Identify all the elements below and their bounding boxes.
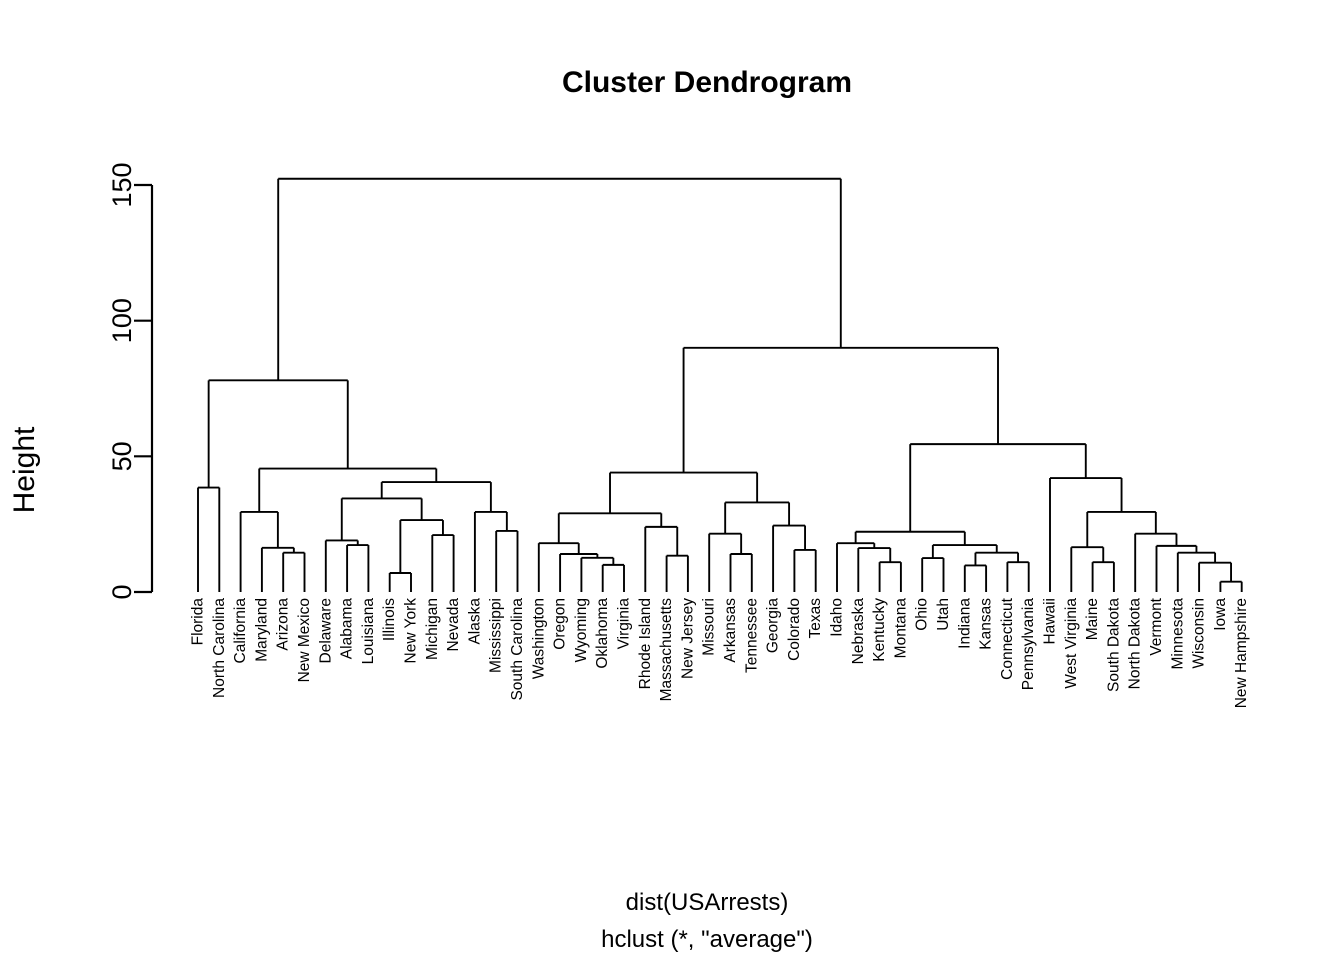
leaf-label: Oregon [552,598,569,650]
leaf-label: South Dakota [1105,598,1122,692]
leaf-label: Massachusetts [658,598,675,702]
leaf-label: Oklahoma [594,598,611,669]
y-axis-tick-label: 50 [107,441,137,471]
leaf-label: Delaware [317,598,334,663]
leaf-label: Missouri [701,598,718,656]
leaf-label: Kentucky [871,598,888,662]
leaf-label: Utah [935,598,952,631]
leaf-label: Maine [1084,598,1101,640]
y-axis-tick-label: 150 [107,162,137,207]
leaf-label: Pennsylvania [1020,598,1037,691]
page-title: Cluster Dendrogram [562,66,852,99]
leaf-label: Alaska [466,598,483,645]
leaf-label: New Jersey [679,598,696,679]
leaf-label: Mississippi [488,598,505,673]
leaf-label: New York [403,598,420,664]
y-axis-tick-label: 0 [107,584,137,599]
leaf-label: Florida [190,598,207,646]
leaf-label: Louisiana [360,598,377,665]
leaf-label: Virginia [616,598,633,650]
y-axis-tick-label: 100 [107,298,137,343]
leaf-label: South Carolina [509,598,526,701]
leaf-label: Hawaii [1042,598,1059,645]
y-axis: 0 50 100 150 [107,162,154,600]
leaf-label: Iowa [1212,598,1229,631]
leaf-label: Wisconsin [1191,598,1208,669]
leaf-label: West Virginia [1063,598,1080,689]
leaf-label: Kansas [978,598,995,650]
leaf-label: Arkansas [722,598,739,663]
x-axis-label: dist(USArrests) [626,889,789,916]
leaf-label: Minnesota [1169,598,1186,670]
leaf-label: Illinois [381,598,398,641]
leaf-label: California [232,598,249,664]
leaf-label: Rhode Island [637,598,654,689]
leaf-label: Maryland [253,598,270,662]
leaf-label: Ohio [914,598,931,631]
leaf-label: Michigan [424,598,441,660]
leaf-label: Indiana [956,598,973,649]
leaf-label: Idaho [829,598,846,637]
leaf-label: Tennessee [743,598,760,673]
dendrogram-tree [197,177,1243,592]
x-axis-sublabel: hclust (*, "average") [601,926,813,953]
leaf-label: Texas [807,598,824,639]
leaf-label: Nevada [445,598,462,652]
leaf-label: Washington [530,598,547,679]
leaf-label: North Dakota [1127,598,1144,690]
leaf-label: Georgia [765,598,782,654]
leaf-label: New Hampshire [1233,598,1250,708]
leaf-label: Wyoming [573,598,590,662]
leaf-label: Alabama [339,598,356,660]
y-axis-title: Height [8,426,41,513]
leaf-label: Arizona [275,598,292,651]
leaf-label: Colorado [786,598,803,661]
leaf-label: Connecticut [999,597,1016,680]
leaf-label: New Mexico [296,598,313,682]
leaf-label: Vermont [1148,597,1165,655]
leaf-label: Montana [892,598,909,659]
leaf-label: North Carolina [211,598,228,698]
leaf-label: Nebraska [850,598,867,665]
